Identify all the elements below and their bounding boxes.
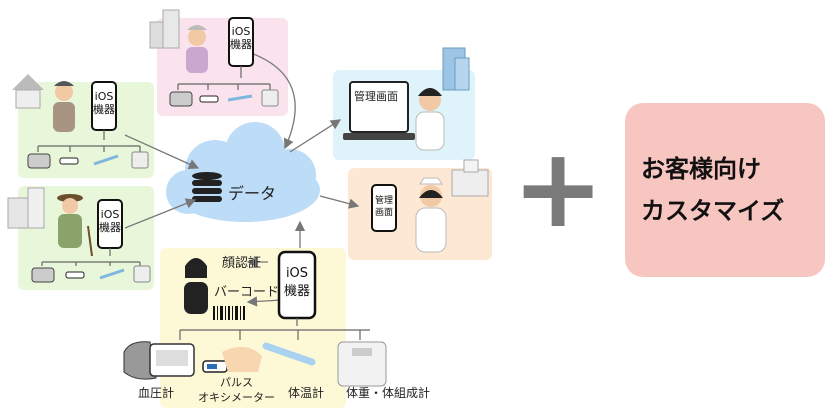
nurse-icon [415,177,447,253]
admin-screen-small-label: 管理 画面 [372,195,396,219]
small-device-icons [27,89,279,283]
scale-label: 体重・体組成計 [346,386,431,400]
customization-line2: カスタマイズ [641,197,785,225]
customization-box: お客様向け カスタマイズ [625,103,825,277]
office-building-icon [442,47,470,91]
doctor-icon [415,88,445,151]
ios-device-label-line1: iOS [94,90,114,103]
pulse-oximeter-label-line2: オキシメーター [198,391,275,404]
pulse-oximeter-label: パルス オキシメーター [198,375,275,405]
laptop-icon [343,81,415,140]
ios-device-label-line2: 機器 [230,38,252,51]
face-auth-label: 顔認証 [222,256,262,271]
pulse-oximeter-label-line1: パルス [220,376,253,389]
house-icon [12,74,44,109]
ios-device-label-line2: 機器 [283,284,310,299]
barcode-icon [213,306,245,320]
elderly-man-icon [57,194,93,257]
ios-device-label-line2: 機器 [93,103,115,116]
ios-device-label-line1: iOS [231,25,251,38]
pulse-oximeter-icon [202,346,262,373]
hospital-icon [451,159,489,197]
customization-line1: お客様向け [641,155,761,183]
apartment-building-icon [149,9,180,49]
elderly-woman-icon [186,25,208,73]
ios-device-label: iOS 機器 [98,208,122,234]
user-woman-icon [184,258,208,314]
admin-screen-small-line1: 管理 [374,196,393,206]
admin-screen-label: 管理画面 [354,90,398,103]
ios-device-label-line1: iOS [285,266,309,281]
ios-device-label-line2: 機器 [99,221,121,234]
blood-pressure-label: 血圧計 [138,386,175,400]
cloud-data-label: データ [228,184,277,203]
barcode-label: バーコード [214,285,280,300]
elderly-woman-icon [53,81,75,132]
plus-symbol: + [512,124,605,252]
database-icon [192,172,222,202]
body-composition-scale-icon [337,341,387,387]
ios-device-label: iOS 機器 [92,90,116,116]
ios-device-label-line1: iOS [100,208,120,221]
care-facility-icon [7,187,45,229]
ios-device-label-main: iOS 機器 [279,265,315,301]
data-cloud [166,122,320,222]
admin-screen-small-line2: 画面 [374,208,393,218]
phone-icon [371,184,397,232]
blood-pressure-monitor-icon [123,341,195,380]
thermometer-icon [262,342,316,366]
ios-device-label: iOS 機器 [229,25,253,51]
thermometer-label: 体温計 [288,386,325,400]
device-connection-lines [37,66,370,340]
